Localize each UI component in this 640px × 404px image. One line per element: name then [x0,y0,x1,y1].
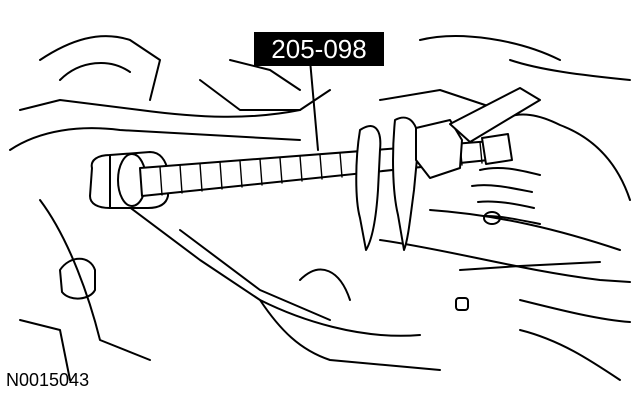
wrench [449,87,541,143]
puller-plate-left [355,125,382,251]
vehicle-structure [9,35,631,381]
tool-number-callout: 205-098 [254,32,384,66]
puller-plate-right [392,116,420,251]
special-tool-assembly [89,59,541,251]
hand [471,59,631,225]
figure-id: N0015043 [6,370,90,390]
hex-nut [415,119,463,179]
